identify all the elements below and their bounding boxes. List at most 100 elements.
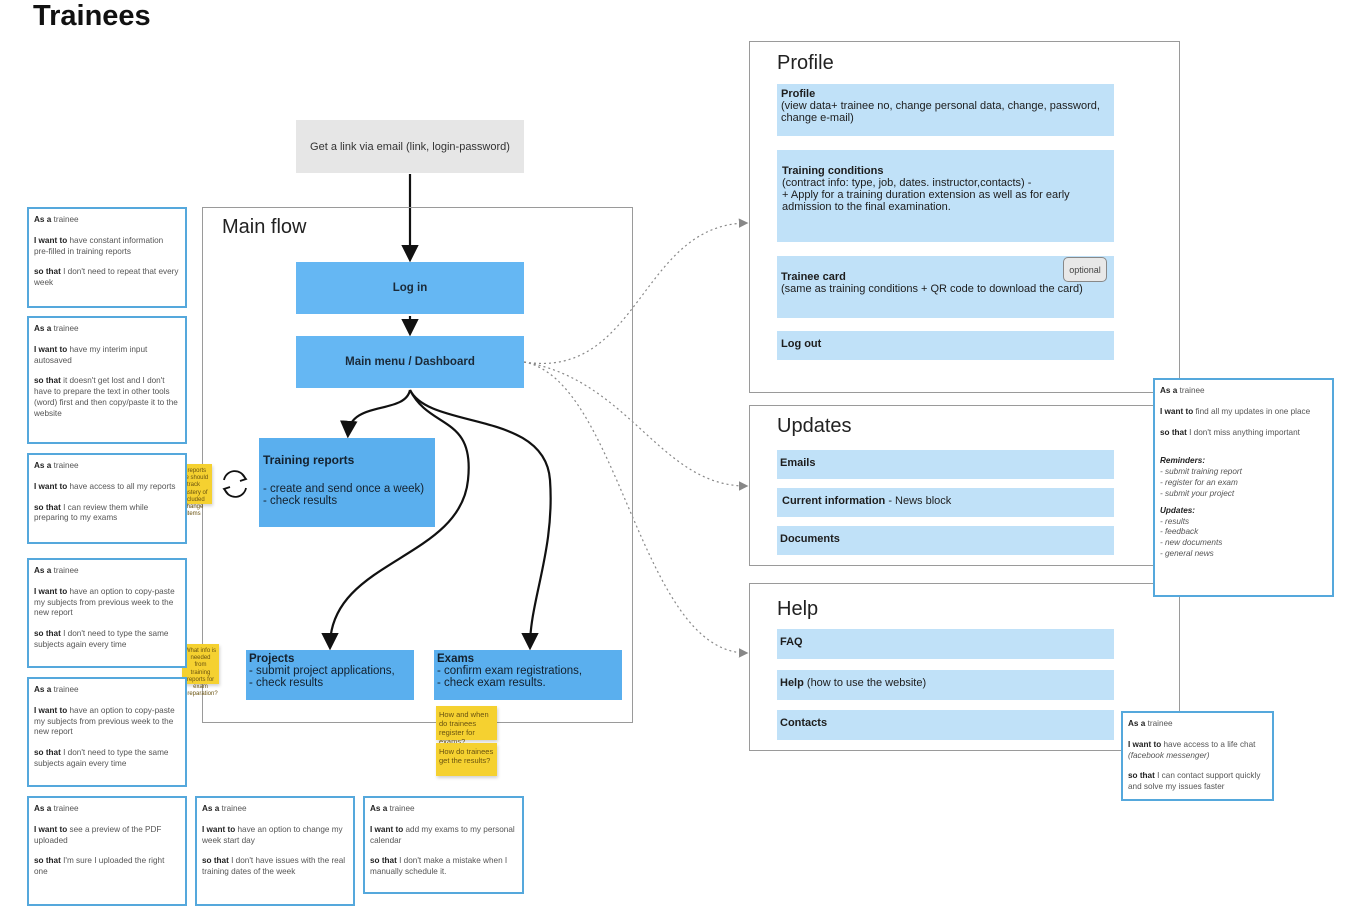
so-that-label: so that xyxy=(34,629,61,639)
projects-line1: - submit project applications, xyxy=(249,665,395,677)
updates-item-current-info[interactable]: Current information - News block xyxy=(777,488,1114,517)
training-reports-node[interactable]: Training reports - create and send once … xyxy=(259,438,435,527)
story-so: I don't make a mistake when I manually s… xyxy=(370,856,508,877)
as-a-label: As a xyxy=(34,804,52,813)
updates-item-documents[interactable]: Documents xyxy=(777,526,1114,555)
reminder-item: - submit training report xyxy=(1160,467,1242,477)
story-role: trainee xyxy=(53,215,79,224)
help-item-faq[interactable]: FAQ xyxy=(777,629,1114,659)
i-want-to-label: I want to xyxy=(1160,406,1194,416)
i-want-to-label: I want to xyxy=(34,235,68,245)
story-role: trainee xyxy=(221,804,247,813)
i-want-to-label: I want to xyxy=(34,824,68,834)
projects-title: Projects xyxy=(249,653,295,665)
exams-node[interactable]: Exams - confirm exam registrations, - ch… xyxy=(434,650,622,700)
training-conditions-title: Training conditions xyxy=(782,165,884,177)
reminder-item: - register for an exam xyxy=(1160,478,1238,488)
reminder-item: - submit your project xyxy=(1160,488,1235,498)
start-email-link-node[interactable]: Get a link via email (link, login-passwo… xyxy=(296,120,524,173)
training-conditions-desc: (contract info: type, job, dates. instru… xyxy=(782,177,1070,213)
i-want-to-label: I want to xyxy=(34,344,68,354)
training-reports-line1: - create and send once a week) xyxy=(263,483,425,495)
profile-frame xyxy=(749,41,1180,393)
profile-item-logout[interactable]: Log out xyxy=(777,331,1114,360)
training-reports-line2: - check results xyxy=(263,495,338,507)
updates-heading: Updates: xyxy=(1160,505,1196,515)
story-card-copy-subjects-1[interactable]: As a trainee I want to have an option to… xyxy=(27,558,187,668)
story-card-prefill[interactable]: As a trainee I want to have constant inf… xyxy=(27,207,187,308)
documents-title: Documents xyxy=(780,533,840,545)
story-so: I'm sure I uploaded the right one xyxy=(34,856,165,877)
as-a-label: As a xyxy=(202,804,220,813)
story-want-note: (facebook messenger) xyxy=(1128,750,1210,760)
story-so: I don't need to type the same subjects a… xyxy=(34,748,169,769)
contacts-title: Contacts xyxy=(780,717,828,729)
i-want-to-label: I want to xyxy=(34,586,68,596)
profile-item-training-conditions[interactable]: Training conditions (contract info: type… xyxy=(777,150,1114,242)
story-card-live-chat[interactable]: As a trainee I want to have access to a … xyxy=(1121,711,1274,801)
reminders-heading: Reminders: xyxy=(1160,456,1206,466)
sticky-subjects-note[interactable]: What info is needed from training report… xyxy=(182,644,219,697)
story-card-autosave[interactable]: As a trainee I want to have my interim i… xyxy=(27,316,187,444)
profile-item-profile-desc: (view data+ trainee no, change personal … xyxy=(781,100,1100,124)
logout-title: Log out xyxy=(781,338,822,350)
story-want: have constant information pre-filled in … xyxy=(34,235,164,256)
story-card-copy-subjects-2[interactable]: As a trainee I want to have an option to… xyxy=(27,677,187,787)
as-a-label: As a xyxy=(34,215,52,224)
trainee-card-title: Trainee card xyxy=(781,271,846,283)
sticky-exam-register[interactable]: How and when do trainees register for ex… xyxy=(436,706,497,746)
as-a-label: As a xyxy=(370,804,388,813)
i-want-to-label: I want to xyxy=(202,824,236,834)
profile-item-trainee-card[interactable]: Trainee card (same as training condition… xyxy=(777,256,1114,318)
help-frame xyxy=(749,583,1180,751)
help-item-title: Help xyxy=(780,677,804,689)
updates-item-emails[interactable]: Emails xyxy=(777,450,1114,479)
trainee-card-desc: (same as training conditions + QR code t… xyxy=(781,283,1083,295)
profile-item-profile[interactable]: Profile (view data+ trainee no, change p… xyxy=(777,84,1114,136)
so-that-label: so that xyxy=(34,502,61,512)
update-item: - new documents xyxy=(1160,538,1223,548)
story-want: have an option to copy-paste my subjects… xyxy=(34,586,175,618)
projects-node[interactable]: Projects - submit project applications, … xyxy=(246,650,414,700)
story-want: have my interim input autosaved xyxy=(34,344,148,365)
so-that-label: so that xyxy=(1128,771,1155,781)
story-card-report-access[interactable]: As a trainee I want to have access to al… xyxy=(27,453,187,544)
story-want: add my exams to my personal calendar xyxy=(370,824,515,845)
so-that-label: so that xyxy=(34,856,61,866)
story-role: trainee xyxy=(53,324,79,333)
story-role: trainee xyxy=(53,566,79,575)
story-role: trainee xyxy=(389,804,415,813)
story-card-updates[interactable]: As a trainee I want to find all my updat… xyxy=(1153,378,1334,597)
exams-line2: - check exam results. xyxy=(437,677,546,689)
i-want-to-label: I want to xyxy=(34,705,68,715)
i-want-to-label: I want to xyxy=(370,824,404,834)
story-so: it doesn't get lost and I don't have to … xyxy=(34,376,178,418)
so-that-label: so that xyxy=(370,856,397,866)
update-item: - results xyxy=(1160,516,1190,526)
story-card-pdf-preview[interactable]: As a trainee I want to see a preview of … xyxy=(27,796,187,906)
story-want: see a preview of the PDF uploaded xyxy=(34,824,162,845)
main-flow-title: Main flow xyxy=(222,216,307,238)
story-so: I don't need to repeat that every week xyxy=(34,267,179,288)
current-info-title: Current information xyxy=(782,495,886,507)
as-a-label: As a xyxy=(34,461,52,470)
update-item: - general news xyxy=(1160,549,1214,559)
login-node[interactable]: Log in xyxy=(296,262,524,314)
story-card-week-start[interactable]: As a trainee I want to have an option to… xyxy=(195,796,355,906)
current-info-desc: - News block xyxy=(885,495,952,507)
as-a-label: As a xyxy=(34,324,52,333)
projects-line2: - check results xyxy=(249,677,324,689)
story-role: trainee xyxy=(1147,719,1173,728)
help-item-help[interactable]: Help (how to use the website) xyxy=(777,670,1114,700)
dashboard-node[interactable]: Main menu / Dashboard xyxy=(296,336,524,388)
help-item-contacts[interactable]: Contacts xyxy=(777,710,1114,740)
so-that-label: so that xyxy=(34,748,61,758)
story-so: I don't need to type the same subjects a… xyxy=(34,629,169,650)
sticky-exam-results[interactable]: How do trainees get the results? xyxy=(436,743,497,776)
as-a-label: As a xyxy=(34,685,52,694)
story-card-calendar[interactable]: As a trainee I want to add my exams to m… xyxy=(363,796,524,894)
page-title: Trainees xyxy=(33,0,151,32)
story-role: trainee xyxy=(53,685,79,694)
story-so: I can review them while preparing to my … xyxy=(34,502,149,523)
story-want: find all my updates in one place xyxy=(1195,406,1311,416)
